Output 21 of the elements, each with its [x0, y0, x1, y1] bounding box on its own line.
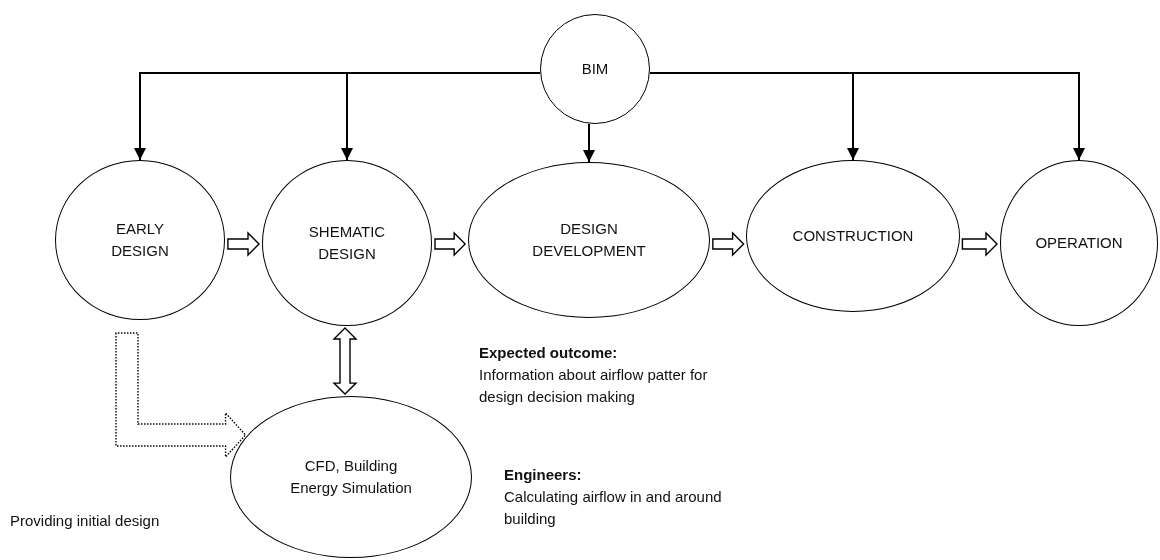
block-arrow	[961, 231, 998, 257]
node-label: OPERATION	[1035, 233, 1123, 254]
block-arrow	[227, 231, 260, 257]
node-label: DESIGN DEVELOPMENT	[531, 219, 647, 261]
arrow	[341, 72, 541, 161]
node-label: CONSTRUCTION	[792, 226, 914, 247]
dotted-block-arrow	[115, 332, 247, 459]
double-block-arrow	[332, 327, 358, 396]
node-label: BIM	[581, 59, 609, 80]
arrow	[583, 123, 595, 163]
block-arrow	[434, 231, 467, 257]
arrow	[649, 72, 1085, 161]
note-text: Calculating airflow in and around building	[504, 487, 723, 529]
note-text: Information about airflow patter for design decision making	[479, 365, 709, 407]
block-arrow	[712, 231, 745, 257]
node-label: SHEMATIC DESIGN	[307, 222, 387, 264]
note-text: Providing initial design	[10, 511, 160, 531]
node-label: CFD, Building Energy Simulation	[289, 456, 413, 498]
heading-text: Engineers:	[504, 465, 582, 485]
node-label: EARLY DESIGN	[110, 219, 170, 261]
heading-text: Expected outcome:	[479, 343, 618, 363]
